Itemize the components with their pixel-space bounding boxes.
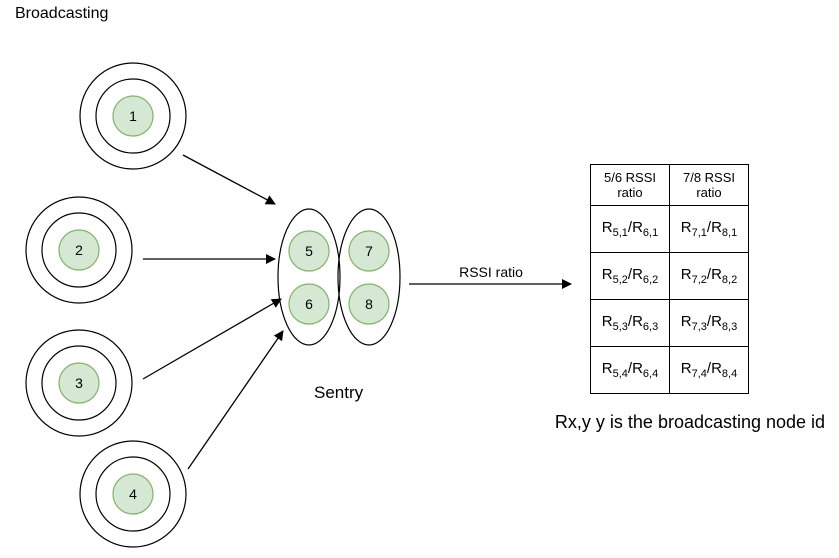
header-line: 5/6 RSSI bbox=[603, 170, 657, 185]
header-line: ratio bbox=[617, 185, 643, 200]
sentry-ellipse-right bbox=[337, 208, 401, 346]
ratio-denominator: R bbox=[711, 360, 722, 377]
ratio-denominator: R bbox=[711, 219, 722, 236]
sentry-node-6-label: 6 bbox=[305, 296, 313, 312]
table-header-5-6: 5/6 RSSI ratio bbox=[590, 164, 670, 206]
node-ring-inner bbox=[41, 345, 117, 421]
ratio-numerator: R bbox=[680, 266, 692, 283]
node-ring-outer bbox=[25, 196, 133, 304]
arrow-label: RSSI ratio bbox=[459, 264, 523, 280]
sentry-node-6 bbox=[288, 283, 330, 325]
table-cell: R5,3/R6,3 bbox=[590, 299, 670, 347]
node-ring-outer bbox=[25, 329, 133, 437]
ratio-numerator: R bbox=[680, 313, 692, 330]
table-cell: R7,3/R8,3 bbox=[669, 299, 749, 347]
table-header-7-8: 7/8 RSSI ratio bbox=[669, 164, 749, 206]
node-ring-inner bbox=[95, 78, 171, 154]
table-cell: R7,4/R8,4 bbox=[669, 346, 749, 394]
node-ring-outer bbox=[79, 62, 187, 170]
numerator-subscript: 7,4 bbox=[691, 368, 707, 380]
ratio-denominator: R bbox=[711, 266, 722, 283]
denominator-subscript: 6,4 bbox=[642, 368, 659, 380]
denominator-subscript: 6,3 bbox=[642, 321, 659, 333]
numerator-subscript: 7,2 bbox=[691, 274, 707, 286]
table-cell: R5,4/R6,4 bbox=[590, 346, 670, 394]
ratio-numerator: R bbox=[601, 360, 613, 377]
node-ring-inner bbox=[95, 456, 171, 532]
arrow-node4-to-sentry bbox=[187, 330, 284, 470]
sentry-node-5 bbox=[288, 230, 330, 272]
ratio-denominator: R bbox=[632, 219, 643, 236]
ratio-denominator: R bbox=[711, 313, 722, 330]
sentry-node-7 bbox=[348, 230, 390, 272]
sentry-group-left[interactable]: 5 6 bbox=[277, 208, 341, 346]
node-circle bbox=[112, 95, 154, 137]
node-ring-outer bbox=[79, 440, 187, 548]
sentry-node-7-label: 7 bbox=[365, 243, 373, 259]
numerator-subscript: 5,3 bbox=[612, 321, 628, 333]
ratio-numerator: R bbox=[680, 360, 692, 377]
node-circle bbox=[112, 473, 154, 515]
ratio-denominator: R bbox=[632, 360, 643, 377]
arrow-node3-to-sentry bbox=[142, 298, 282, 380]
table-cell: R5,2/R6,2 bbox=[590, 252, 670, 300]
numerator-subscript: 5,4 bbox=[612, 368, 628, 380]
node-ring-inner bbox=[41, 212, 117, 288]
denominator-subscript: 8,3 bbox=[721, 321, 738, 333]
sentry-ellipse-left bbox=[277, 208, 341, 346]
ratio-numerator: R bbox=[601, 313, 613, 330]
ratio-numerator: R bbox=[601, 219, 613, 236]
node-label: 3 bbox=[75, 375, 83, 391]
numerator-subscript: 5,2 bbox=[612, 274, 628, 286]
numerator-subscript: 7,1 bbox=[691, 227, 707, 239]
broadcast-node-2[interactable]: 2 bbox=[25, 196, 133, 304]
table-cell: R7,1/R8,1 bbox=[669, 205, 749, 253]
sentry-node-8-label: 8 bbox=[365, 296, 373, 312]
denominator-subscript: 6,2 bbox=[642, 274, 659, 286]
arrow-node1-to-sentry bbox=[182, 154, 276, 205]
node-label: 1 bbox=[129, 108, 137, 124]
denominator-subscript: 6,1 bbox=[642, 227, 659, 239]
ratio-denominator: R bbox=[632, 313, 643, 330]
table-header-row: 5/6 RSSI ratio 7/8 RSSI ratio bbox=[590, 164, 749, 206]
broadcast-node-4[interactable]: 4 bbox=[79, 440, 187, 548]
table-cell: R7,2/R8,2 bbox=[669, 252, 749, 300]
ratio-denominator: R bbox=[632, 266, 643, 283]
denominator-subscript: 8,2 bbox=[721, 274, 738, 286]
denominator-subscript: 8,4 bbox=[721, 368, 738, 380]
numerator-subscript: 5,1 bbox=[612, 227, 628, 239]
sentry-node-5-label: 5 bbox=[305, 243, 313, 259]
denominator-subscript: 8,1 bbox=[721, 227, 738, 239]
numerator-subscript: 7,3 bbox=[691, 321, 707, 333]
sentry-label: Sentry bbox=[314, 383, 364, 402]
broadcast-node-3[interactable]: 3 bbox=[25, 329, 133, 437]
sentry-group-right[interactable]: 7 8 bbox=[337, 208, 401, 346]
ratio-numerator: R bbox=[680, 219, 692, 236]
header-line: ratio bbox=[696, 185, 722, 200]
table-cell: R5,1/R6,1 bbox=[590, 205, 670, 253]
ratio-numerator: R bbox=[601, 266, 613, 283]
node-label: 2 bbox=[75, 242, 83, 258]
header-line: 7/8 RSSI bbox=[682, 170, 736, 185]
diagram-title: Broadcasting bbox=[15, 5, 109, 22]
footnote: Rx,y y is the broadcasting node id bbox=[554, 412, 826, 432]
node-circle bbox=[58, 362, 100, 404]
node-circle bbox=[58, 229, 100, 271]
broadcast-node-1[interactable]: 1 bbox=[79, 62, 187, 170]
sentry-node-8 bbox=[348, 283, 390, 325]
node-label: 4 bbox=[129, 486, 137, 502]
